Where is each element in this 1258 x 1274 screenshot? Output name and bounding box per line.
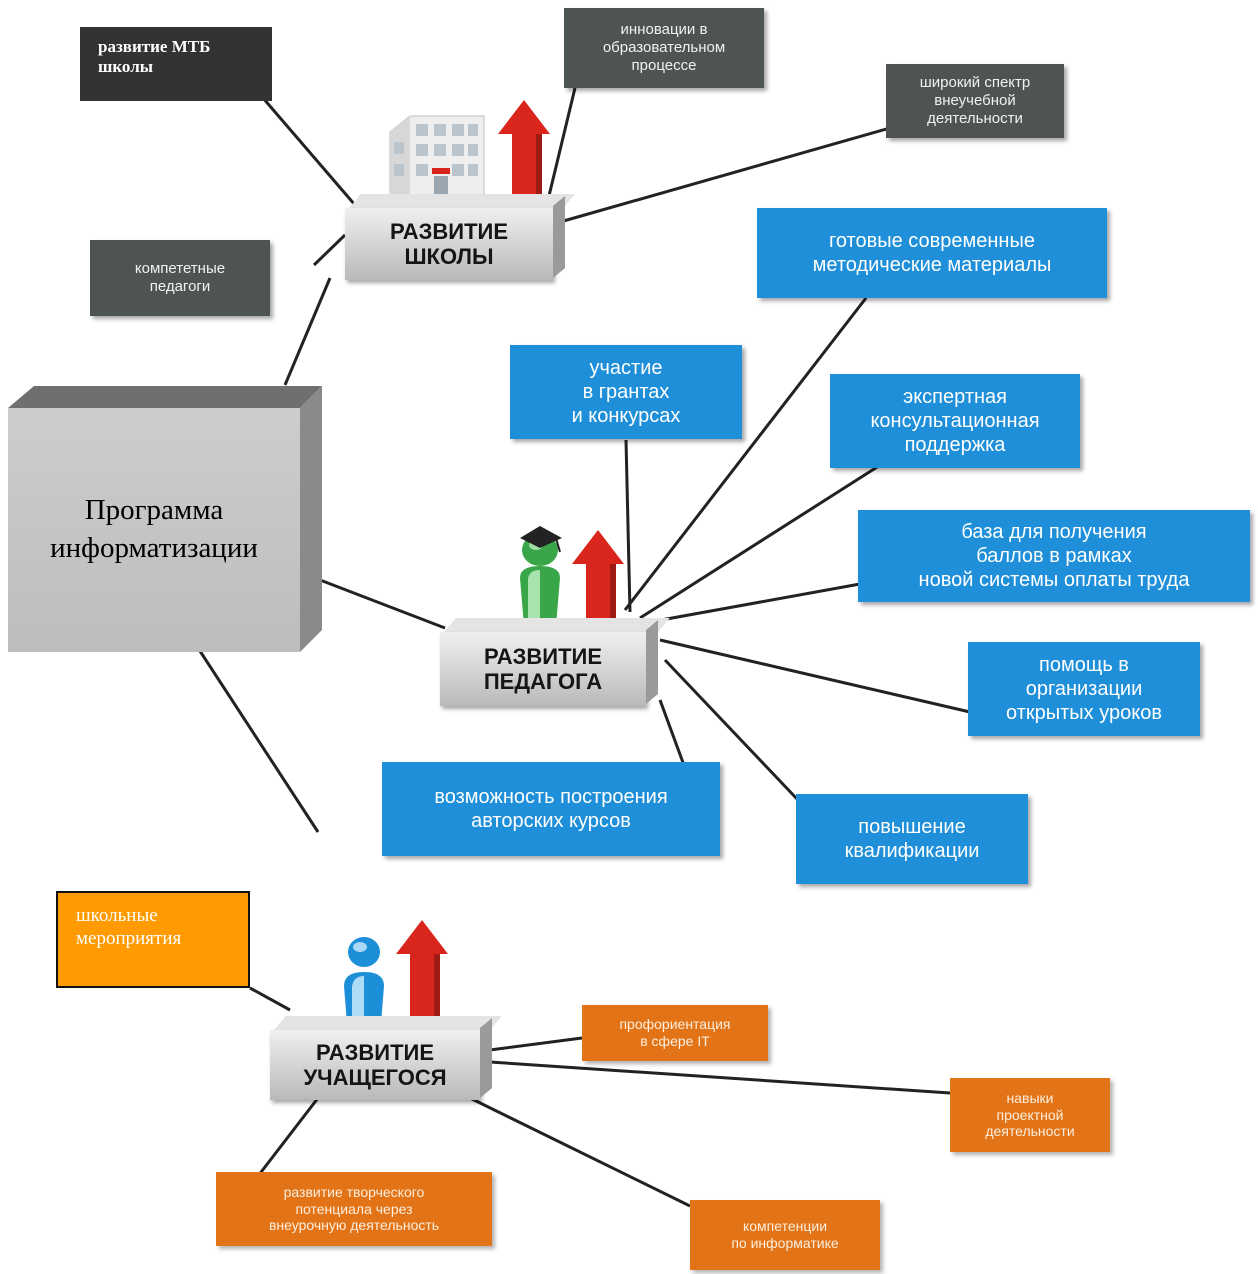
central-program-box: Программа информатизации (8, 408, 300, 652)
teacher-pedestal: РАЗВИТИЕ ПЕДАГОГА (440, 632, 646, 706)
school-pedestal: РАЗВИТИЕ ШКОЛЫ (345, 208, 553, 280)
school-events-box: школьные мероприятия (56, 891, 250, 988)
school-pedestal-top (349, 194, 575, 208)
ready-materials-box: готовые современные методические материа… (757, 208, 1107, 298)
teacher-pedestal-top (444, 618, 670, 632)
student-growth-arrow-icon (396, 920, 448, 1032)
mtb-development-box: развитие МТБ школы (80, 27, 272, 101)
school-growth-arrow-icon (498, 100, 550, 200)
creative-potential-box: развитие творческого потенциала через вн… (216, 1172, 492, 1246)
career-it-box: профориентация в сфере IT (582, 1005, 768, 1061)
teacher-pedestal-side (646, 619, 658, 705)
grants-box: участие в грантах и конкурсах (510, 345, 742, 439)
author-courses-box: возможность построения авторских курсов (382, 762, 720, 856)
student-pedestal-side (480, 1017, 492, 1099)
open-lessons-box: помощь в организации открытых уроков (968, 642, 1200, 736)
student-pedestal-top (274, 1016, 502, 1030)
points-base-box: база для получения баллов в рамках новой… (858, 510, 1250, 602)
innovations-box: инновации в образовательном процессе (564, 8, 764, 88)
qualification-box: повышение квалификации (796, 794, 1028, 884)
building-icon (389, 115, 485, 203)
project-skills-box: навыки проектной деятельности (950, 1078, 1110, 1152)
expert-support-box: экспертная консультационная поддержка (830, 374, 1080, 468)
cube-top-face (8, 386, 322, 652)
informatics-competence-box: компетенции по информатике (690, 1200, 880, 1270)
extracurricular-spectrum-box: широкий спектр внеучебной деятельности (886, 64, 1064, 138)
graduate-figure-icon (520, 526, 562, 626)
teacher-growth-arrow-icon (572, 530, 624, 630)
competent-teachers-box: компететные педагоги (90, 240, 270, 316)
student-pedestal: РАЗВИТИЕ УЧАЩЕГОСЯ (270, 1030, 480, 1100)
school-pedestal-side (553, 195, 565, 279)
